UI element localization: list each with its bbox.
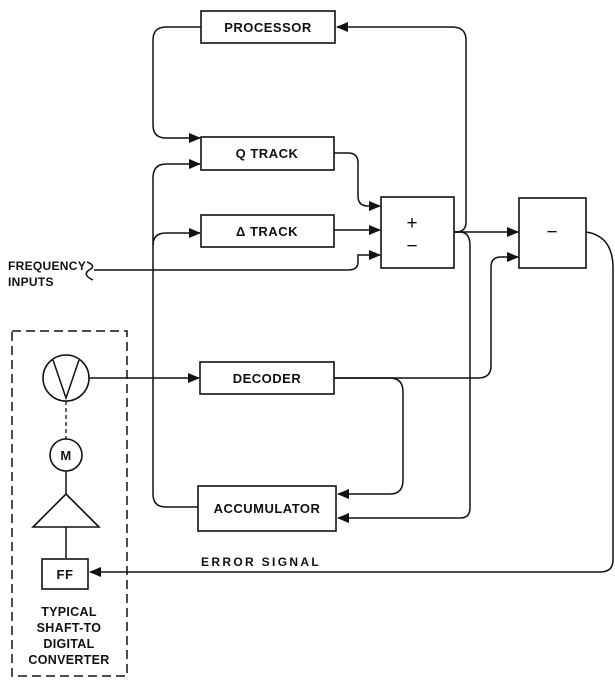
q-track-block: Q TRACK <box>200 136 335 171</box>
wire-decoder-to-comparator <box>334 252 519 379</box>
processor-block: PROCESSOR <box>200 10 336 44</box>
converter-caption-line1: TYPICAL <box>41 605 97 619</box>
frequency-input-break-symbol <box>85 261 94 281</box>
accumulator-label: ACCUMULATOR <box>214 501 321 516</box>
converter-dashed-border <box>11 330 128 677</box>
amplifier-icon <box>31 492 101 528</box>
summer-block: + − <box>380 196 455 269</box>
wire-accumulator-feedback <box>152 228 201 508</box>
wire-decoder-to-accumulator <box>334 377 404 499</box>
wire-qtrack-to-summer <box>334 152 381 211</box>
flip-flop-block <box>41 558 89 590</box>
converter-caption-line2: SHAFT-TO <box>37 621 102 635</box>
error-signal-label: ERROR SIGNAL <box>201 555 319 569</box>
wire-accumulator-to-qtrack <box>152 159 201 188</box>
wire-processor-to-qtrack <box>152 26 201 143</box>
motor-label: M <box>60 448 71 463</box>
comparator-minus-sign: − <box>546 222 557 243</box>
frequency-inputs-label-line2: INPUTS <box>8 275 54 289</box>
decoder-block: DECODER <box>199 361 335 395</box>
converter-caption-line3: DIGITAL <box>43 637 94 651</box>
flip-flop-label: FF <box>57 567 74 582</box>
frequency-inputs-label-line1: FREQUENCY <box>8 259 86 273</box>
wire-summer-to-accumulator <box>337 231 471 523</box>
wire-frequency-inputs <box>94 250 381 271</box>
summer-minus-sign: − <box>406 236 417 257</box>
delta-track-block: Δ TRACK <box>200 214 335 248</box>
delta-track-label: Δ TRACK <box>236 224 298 239</box>
summer-plus-sign: + <box>406 213 417 234</box>
q-track-label: Q TRACK <box>236 146 299 161</box>
wire-error-signal <box>89 231 614 577</box>
shaft-to-digital-converter: M FF TYPICAL SHAFT-TO DIGITAL CONVERTER <box>11 330 128 677</box>
converter-caption-line4: CONVERTER <box>28 653 109 667</box>
comparator-block: − <box>518 197 587 269</box>
encoder-disc-icon <box>42 354 90 402</box>
accumulator-block: ACCUMULATOR <box>197 485 337 532</box>
processor-label: PROCESSOR <box>224 20 312 35</box>
decoder-label: DECODER <box>233 371 302 386</box>
encoder-disc-mark <box>52 359 80 401</box>
